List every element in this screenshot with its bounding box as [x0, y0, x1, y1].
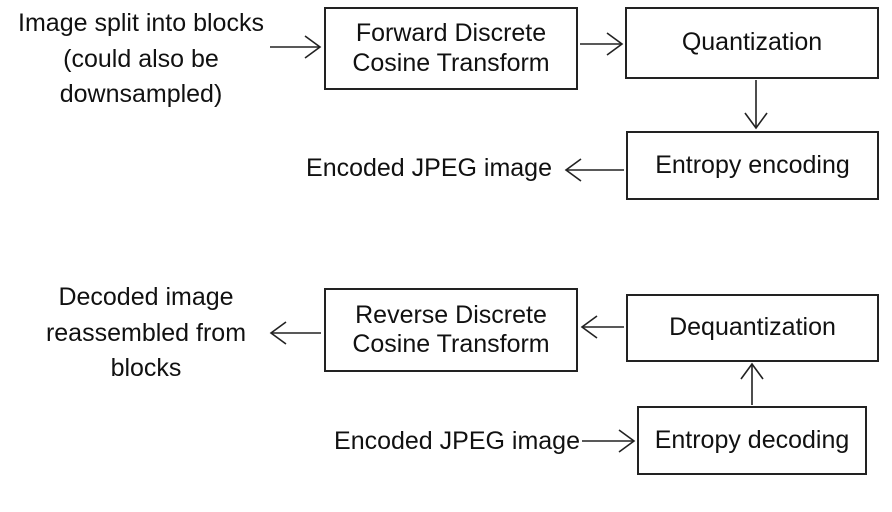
arrow-entropy-encoding-to-output — [564, 158, 624, 182]
entropy-decoding-box: Entropy decoding — [637, 406, 867, 475]
arrow-dequantization-to-rdct — [580, 315, 624, 339]
forward-dct-box: Forward Discrete Cosine Transform — [324, 7, 578, 90]
arrow-entropy-decoding-to-dequantization — [740, 362, 764, 405]
decoder-output-label: Decoded image reassembled from blocks — [45, 283, 247, 382]
reverse-dct-box: Reverse Discrete Cosine Transform — [324, 288, 578, 372]
arrow-fdct-to-quantization — [580, 32, 624, 56]
arrow-input-to-entropy-decoding — [582, 429, 636, 453]
quantization-box: Quantization — [625, 7, 879, 79]
decoder-input-label: Encoded JPEG image — [334, 427, 580, 455]
entropy-encoding-box: Entropy encoding — [626, 131, 879, 200]
encoder-output-label: Encoded JPEG image — [306, 154, 552, 182]
dequantization-box: Dequantization — [626, 294, 879, 362]
encoder-input-label: Image split into blocks (could also be d… — [18, 9, 264, 108]
arrow-rdct-to-output — [269, 321, 321, 345]
arrow-quantization-to-entropy-encoding — [744, 80, 768, 130]
